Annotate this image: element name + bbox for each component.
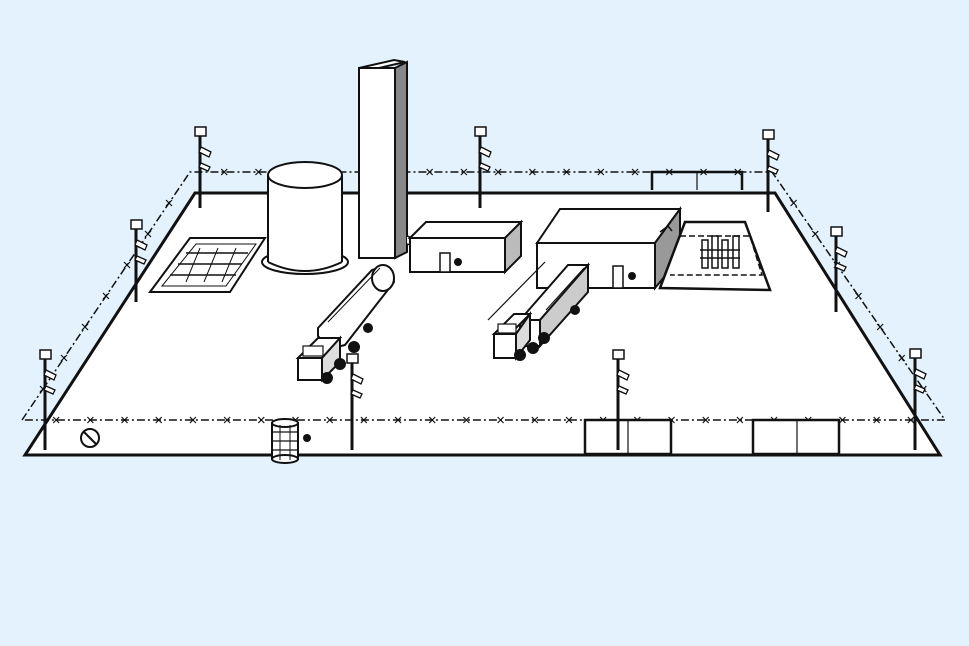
barbed-wire-mark xyxy=(144,230,152,238)
barbed-wire-mark xyxy=(223,416,231,424)
barbed-wire-mark xyxy=(326,416,334,424)
barbed-wire-mark xyxy=(531,416,539,424)
warehouse-building xyxy=(487,205,682,321)
barbed-wire-mark xyxy=(255,168,262,176)
barbed-wire-mark xyxy=(360,416,368,424)
barbed-wire-mark xyxy=(597,168,605,176)
barbed-wire-mark xyxy=(631,168,639,176)
security-camera-pole xyxy=(194,126,212,208)
tall-tower xyxy=(358,58,419,260)
barbed-wire-mark xyxy=(528,168,536,176)
security-camera-pole xyxy=(762,129,780,212)
security-camera-pole xyxy=(909,348,927,450)
barbed-wire-mark xyxy=(907,416,915,424)
barbed-wire-mark xyxy=(494,168,502,176)
barbed-wire-mark xyxy=(155,416,163,424)
barbed-wire-mark xyxy=(102,292,110,300)
barbed-wire-mark xyxy=(839,416,846,424)
barbed-wire-mark xyxy=(876,323,884,331)
barbed-wire-mark xyxy=(86,416,94,424)
barbed-wire-mark xyxy=(462,416,470,424)
barbed-wire-mark xyxy=(898,354,906,362)
barbed-wire-mark xyxy=(855,292,862,300)
security-camera-pole xyxy=(612,349,630,450)
barbed-wire-mark xyxy=(497,416,505,424)
barbed-wire-mark xyxy=(220,168,228,176)
security-camera-pole xyxy=(130,219,148,302)
barbed-wire-mark xyxy=(81,323,89,331)
security-camera-pole xyxy=(346,353,364,450)
barbed-wire-mark xyxy=(428,416,436,424)
gate xyxy=(583,418,673,456)
small-building xyxy=(407,219,524,275)
security-camera-pole xyxy=(830,226,848,312)
barbed-wire-mark xyxy=(702,416,710,424)
gate xyxy=(650,170,744,190)
barbed-wire-mark xyxy=(121,416,128,424)
storage-tank xyxy=(261,161,349,275)
no-entry-sign xyxy=(80,428,100,448)
pipe-manifold xyxy=(148,237,267,293)
box-truck xyxy=(491,262,591,361)
tanker-truck xyxy=(295,264,396,384)
barbed-wire-mark xyxy=(790,199,798,207)
barbed-wire-mark xyxy=(460,168,468,176)
gate xyxy=(751,418,841,456)
security-camera-poles xyxy=(39,126,927,450)
barrel xyxy=(271,418,311,464)
barbed-wire-mark xyxy=(52,416,60,424)
barbed-wire-mark xyxy=(165,199,173,207)
security-camera-pole xyxy=(39,349,57,450)
barbed-wire-mark xyxy=(873,416,881,424)
barbed-wire-mark xyxy=(426,168,434,176)
barbed-wire-mark xyxy=(563,168,571,176)
barbed-wire-mark xyxy=(394,416,402,424)
barbed-wire-mark xyxy=(736,416,744,424)
barbed-wire-mark xyxy=(60,354,68,362)
barbed-wire-mark xyxy=(811,230,819,238)
barbed-wire-mark xyxy=(257,416,265,424)
barbed-wire-mark xyxy=(123,261,131,269)
barbed-wire-mark xyxy=(189,416,197,424)
security-camera-pole xyxy=(474,126,492,208)
barbed-wire-mark xyxy=(565,416,573,424)
electrical-substation xyxy=(658,220,772,292)
